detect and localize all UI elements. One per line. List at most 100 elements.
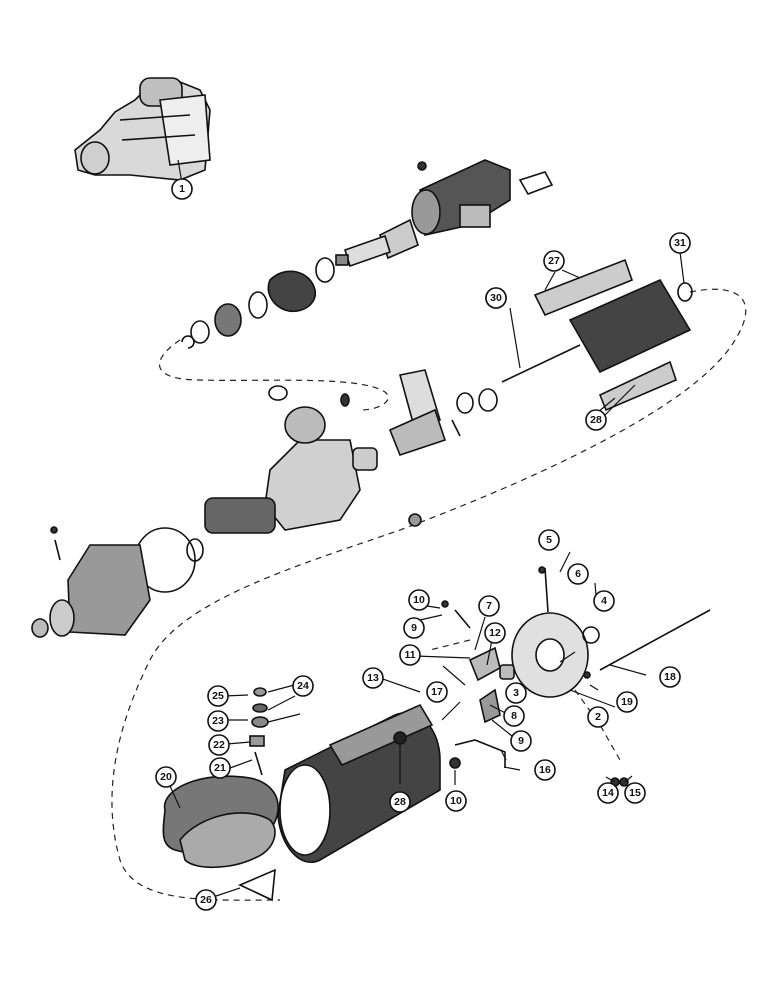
callout-9: 9 bbox=[403, 617, 425, 639]
callout-number: 20 bbox=[160, 771, 172, 783]
callout-circle bbox=[624, 782, 646, 804]
callout-26: 26 bbox=[195, 889, 217, 911]
callout-circle bbox=[587, 706, 609, 728]
callout-number: 23 bbox=[212, 715, 224, 727]
callout-circle bbox=[207, 685, 229, 707]
callout-28: 28 bbox=[389, 791, 411, 813]
callout-circle bbox=[171, 178, 193, 200]
callout-circle bbox=[534, 759, 556, 781]
callout-number: 6 bbox=[575, 568, 581, 580]
callout-number: 8 bbox=[511, 710, 517, 722]
callout-22: 22 bbox=[208, 734, 230, 756]
callout-number: 2 bbox=[595, 711, 601, 723]
callout-19: 19 bbox=[616, 691, 638, 713]
starter-assembly bbox=[74, 77, 211, 181]
callout-circle bbox=[567, 563, 589, 585]
callout-number: 16 bbox=[539, 764, 551, 776]
callout-circle bbox=[543, 250, 565, 272]
callout-6: 6 bbox=[567, 563, 589, 585]
callout-circle bbox=[503, 705, 525, 727]
callout-number: 12 bbox=[489, 627, 501, 639]
callout-circle bbox=[155, 766, 177, 788]
callout-13: 13 bbox=[362, 667, 384, 689]
callout-12: 12 bbox=[484, 622, 506, 644]
callout-circle bbox=[408, 589, 430, 611]
callout-2: 2 bbox=[587, 706, 609, 728]
callout-number: 15 bbox=[629, 787, 641, 799]
callout-17: 17 bbox=[426, 681, 448, 703]
callout-14: 14 bbox=[597, 782, 619, 804]
callout-circle bbox=[209, 757, 231, 779]
callout-number: 9 bbox=[518, 735, 524, 747]
field-coils-group bbox=[162, 687, 279, 902]
callout-number: 7 bbox=[486, 600, 492, 612]
callout-number: 13 bbox=[367, 672, 379, 684]
callout-7: 7 bbox=[478, 595, 500, 617]
callout-number: 9 bbox=[411, 622, 417, 634]
callout-number: 28 bbox=[394, 796, 406, 808]
callout-10: 10 bbox=[445, 790, 467, 812]
callout-30: 30 bbox=[485, 287, 507, 309]
callout-16: 16 bbox=[534, 759, 556, 781]
callout-4: 4 bbox=[593, 590, 615, 612]
callout-circle bbox=[403, 617, 425, 639]
callout-24: 24 bbox=[292, 675, 314, 697]
callout-circle bbox=[585, 409, 607, 431]
callout-21: 21 bbox=[209, 757, 231, 779]
callout-number: 1 bbox=[179, 183, 185, 195]
drive-housing-group bbox=[134, 369, 498, 593]
callout-number: 27 bbox=[548, 255, 560, 267]
callout-number: 14 bbox=[602, 787, 614, 799]
callout-circle bbox=[510, 730, 532, 752]
callout-1: 1 bbox=[171, 178, 193, 200]
callout-15: 15 bbox=[624, 782, 646, 804]
nose-housing-group bbox=[31, 526, 151, 638]
callout-circle bbox=[426, 681, 448, 703]
callout-circle bbox=[669, 232, 691, 254]
callout-circle bbox=[538, 529, 560, 551]
callout-5: 5 bbox=[538, 529, 560, 551]
callout-number: 5 bbox=[546, 534, 552, 546]
callout-25: 25 bbox=[207, 685, 229, 707]
callout-9: 9 bbox=[510, 730, 532, 752]
callout-20: 20 bbox=[155, 766, 177, 788]
callout-circle bbox=[362, 667, 384, 689]
callout-number: 24 bbox=[297, 680, 309, 692]
field-frame-group bbox=[277, 703, 441, 863]
callout-18: 18 bbox=[659, 666, 681, 688]
callout-number: 26 bbox=[200, 894, 212, 906]
callout-circle bbox=[389, 791, 411, 813]
dashed-routing-lines bbox=[111, 288, 747, 901]
callout-number: 11 bbox=[404, 649, 415, 661]
callout-number: 3 bbox=[513, 687, 519, 699]
callout-circle bbox=[195, 889, 217, 911]
callout-number: 19 bbox=[621, 696, 633, 708]
callout-circle bbox=[292, 675, 314, 697]
callout-31: 31 bbox=[669, 232, 691, 254]
solenoid-group bbox=[181, 159, 554, 349]
callout-circle bbox=[505, 682, 527, 704]
callout-number: 4 bbox=[601, 595, 607, 607]
callout-10: 10 bbox=[408, 589, 430, 611]
callout-circle bbox=[445, 790, 467, 812]
callout-27: 27 bbox=[543, 250, 565, 272]
callout-circle bbox=[484, 622, 506, 644]
callout-number: 31 bbox=[674, 237, 686, 249]
callout-circle bbox=[399, 644, 421, 666]
callout-circle bbox=[478, 595, 500, 617]
callout-number: 21 bbox=[214, 762, 226, 774]
callout-circle bbox=[659, 666, 681, 688]
callout-circle bbox=[208, 734, 230, 756]
callout-number: 28 bbox=[590, 414, 602, 426]
callout-3: 3 bbox=[505, 682, 527, 704]
armature-group bbox=[501, 258, 693, 412]
callout-number: 22 bbox=[213, 739, 225, 751]
callout-number: 17 bbox=[431, 686, 443, 698]
leader-lines bbox=[169, 159, 685, 897]
callout-number: 25 bbox=[212, 690, 224, 702]
callout-circle bbox=[207, 710, 229, 732]
callout-number: 18 bbox=[664, 671, 676, 683]
end-frame-group bbox=[441, 566, 711, 787]
